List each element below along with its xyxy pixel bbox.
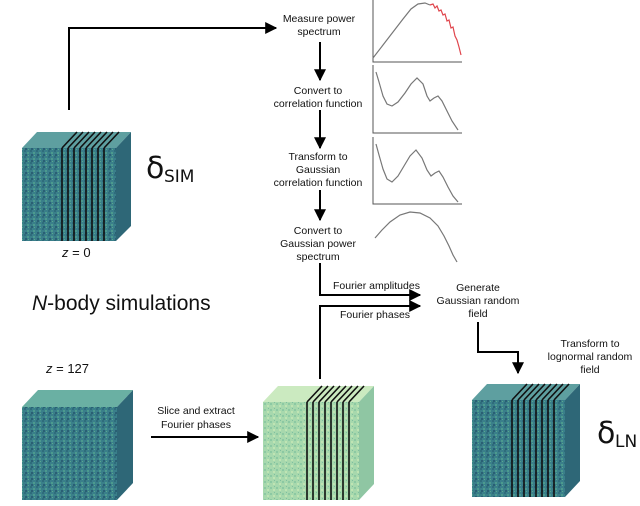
slice-label-2: Fourier phases: [161, 419, 231, 431]
svg-text:Transform to: Transform to: [288, 151, 347, 163]
svg-text:δ: δ: [597, 416, 615, 451]
cube-sim: [22, 131, 131, 241]
svg-text:lognormal random: lognormal random: [548, 351, 633, 363]
svg-text:Gaussian power: Gaussian power: [280, 238, 356, 250]
svg-text:LN: LN: [615, 432, 637, 452]
z127-label: z = 127: [45, 361, 89, 376]
delta-sim-symbol: δ SIM: [146, 151, 194, 187]
svg-text:spectrum: spectrum: [296, 251, 339, 263]
plot-correlation: [372, 65, 462, 134]
svg-text:Convert to: Convert to: [294, 225, 343, 237]
svg-text:field: field: [580, 364, 599, 376]
plot-gaussian-power-spectrum: [374, 211, 458, 263]
fourier-amplitudes-label: Fourier amplitudes: [333, 280, 420, 292]
cube-z127: [22, 390, 133, 500]
arrow-amplitudes: [319, 263, 422, 301]
step-convert-gauss-ps: Convert to Gaussian power spectrum: [280, 225, 356, 263]
slice-label-1: Slice and extract: [157, 405, 235, 417]
fourier-phases-label: Fourier phases: [340, 309, 410, 321]
cube-ln: [472, 383, 580, 497]
svg-text:Gaussian random: Gaussian random: [437, 295, 520, 307]
plot-power-spectrum: [372, 0, 462, 63]
step-generate: Generate Gaussian random field: [437, 282, 520, 320]
svg-text:Transform to: Transform to: [560, 338, 619, 350]
arrow-phases: [319, 300, 422, 379]
step-transform-ln: Transform to lognormal random field: [548, 338, 633, 376]
plot-gaussian-correlation: [372, 137, 462, 205]
svg-text:Convert to: Convert to: [294, 85, 343, 97]
svg-text:Measure power: Measure power: [283, 13, 356, 25]
svg-text:SIM: SIM: [164, 167, 194, 187]
z0-label: z = 0: [61, 245, 91, 260]
svg-text:Generate: Generate: [456, 282, 500, 294]
arrow-to-ln: [477, 322, 524, 375]
svg-text:spectrum: spectrum: [297, 26, 340, 38]
svg-text:Gaussian: Gaussian: [296, 164, 341, 176]
step-transform-gauss: Transform to Gaussian correlation functi…: [274, 151, 363, 189]
svg-text:δ: δ: [146, 151, 164, 186]
svg-text:field: field: [468, 308, 487, 320]
cube-phases: [263, 385, 374, 500]
step-convert-corr: Convert to correlation function: [274, 85, 363, 110]
step-measure: Measure power spectrum: [283, 13, 356, 38]
nbody-title: N-body simulations: [32, 292, 211, 315]
svg-text:correlation function: correlation function: [274, 98, 363, 110]
svg-text:correlation function: correlation function: [274, 177, 363, 189]
slice-lines: [61, 131, 120, 241]
arrow-sim-to-measure: [68, 22, 278, 110]
delta-ln-symbol: δ LN: [597, 416, 637, 452]
